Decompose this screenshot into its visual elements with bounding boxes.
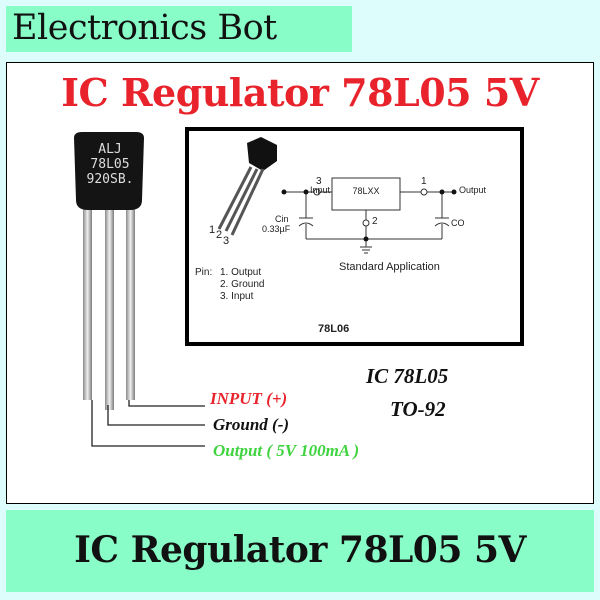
to92-outline-icon (217, 137, 277, 236)
pin-2-lead (105, 200, 114, 410)
input-pin-label: INPUT (+) (210, 389, 288, 408)
ground-pin-label: Ground (-) (213, 415, 290, 434)
product-title: IC Regulator 78L05 5V (61, 70, 539, 115)
co-label: CO (451, 218, 465, 228)
regulator-chip-label: 78LXX (352, 186, 380, 196)
pin-number-3: 3 (223, 235, 230, 247)
footer-title: IC Regulator 78L05 5V (74, 529, 526, 571)
schematic-pin-in: 3 (316, 176, 322, 187)
diagram-caption: Standard Application (339, 261, 440, 273)
diagram-part-label: 78L06 (318, 323, 350, 335)
output-pin-label: Output ( 5V 100mA ) (213, 441, 360, 460)
cin-value: 0.33µF (262, 224, 291, 234)
schematic-pin-gnd: 2 (372, 216, 378, 227)
schematic-output-label: Output (459, 185, 487, 195)
package-type: TO-92 (390, 397, 446, 421)
pin-number-1: 1 (209, 224, 216, 236)
pin-list-item: 1. Output (220, 267, 262, 278)
datasheet-diagram: 1 2 3 Pin: 1. Output 2. Ground 3. Input … (185, 127, 524, 346)
marking-line-1: ALJ (98, 142, 122, 157)
schematic-drawing (217, 137, 457, 254)
marking-line-2: 78L05 (90, 157, 130, 172)
transistor-image: ALJ 78L05 920SB. (60, 130, 160, 454)
pin-list-item: 3. Input (220, 291, 254, 302)
schematic-pin-out: 1 (421, 176, 427, 187)
package-name: IC 78L05 (366, 364, 449, 388)
pin-1-lead (83, 200, 92, 400)
brand-banner: Electronics Bot (6, 6, 352, 52)
marking-line-3: 920SB. (86, 172, 134, 187)
footer-banner: IC Regulator 78L05 5V (6, 510, 594, 592)
schematic-input-label: Input (310, 185, 331, 195)
pin-number-2: 2 (216, 229, 223, 241)
pin-3-lead (126, 200, 135, 400)
cin-label: Cin (275, 214, 289, 224)
brand-name: Electronics Bot (12, 8, 277, 48)
pin-heading: Pin: (195, 267, 213, 278)
pin-list-item: 2. Ground (220, 279, 265, 290)
pin-list: 1. Output 2. Ground 3. Input (220, 267, 264, 303)
